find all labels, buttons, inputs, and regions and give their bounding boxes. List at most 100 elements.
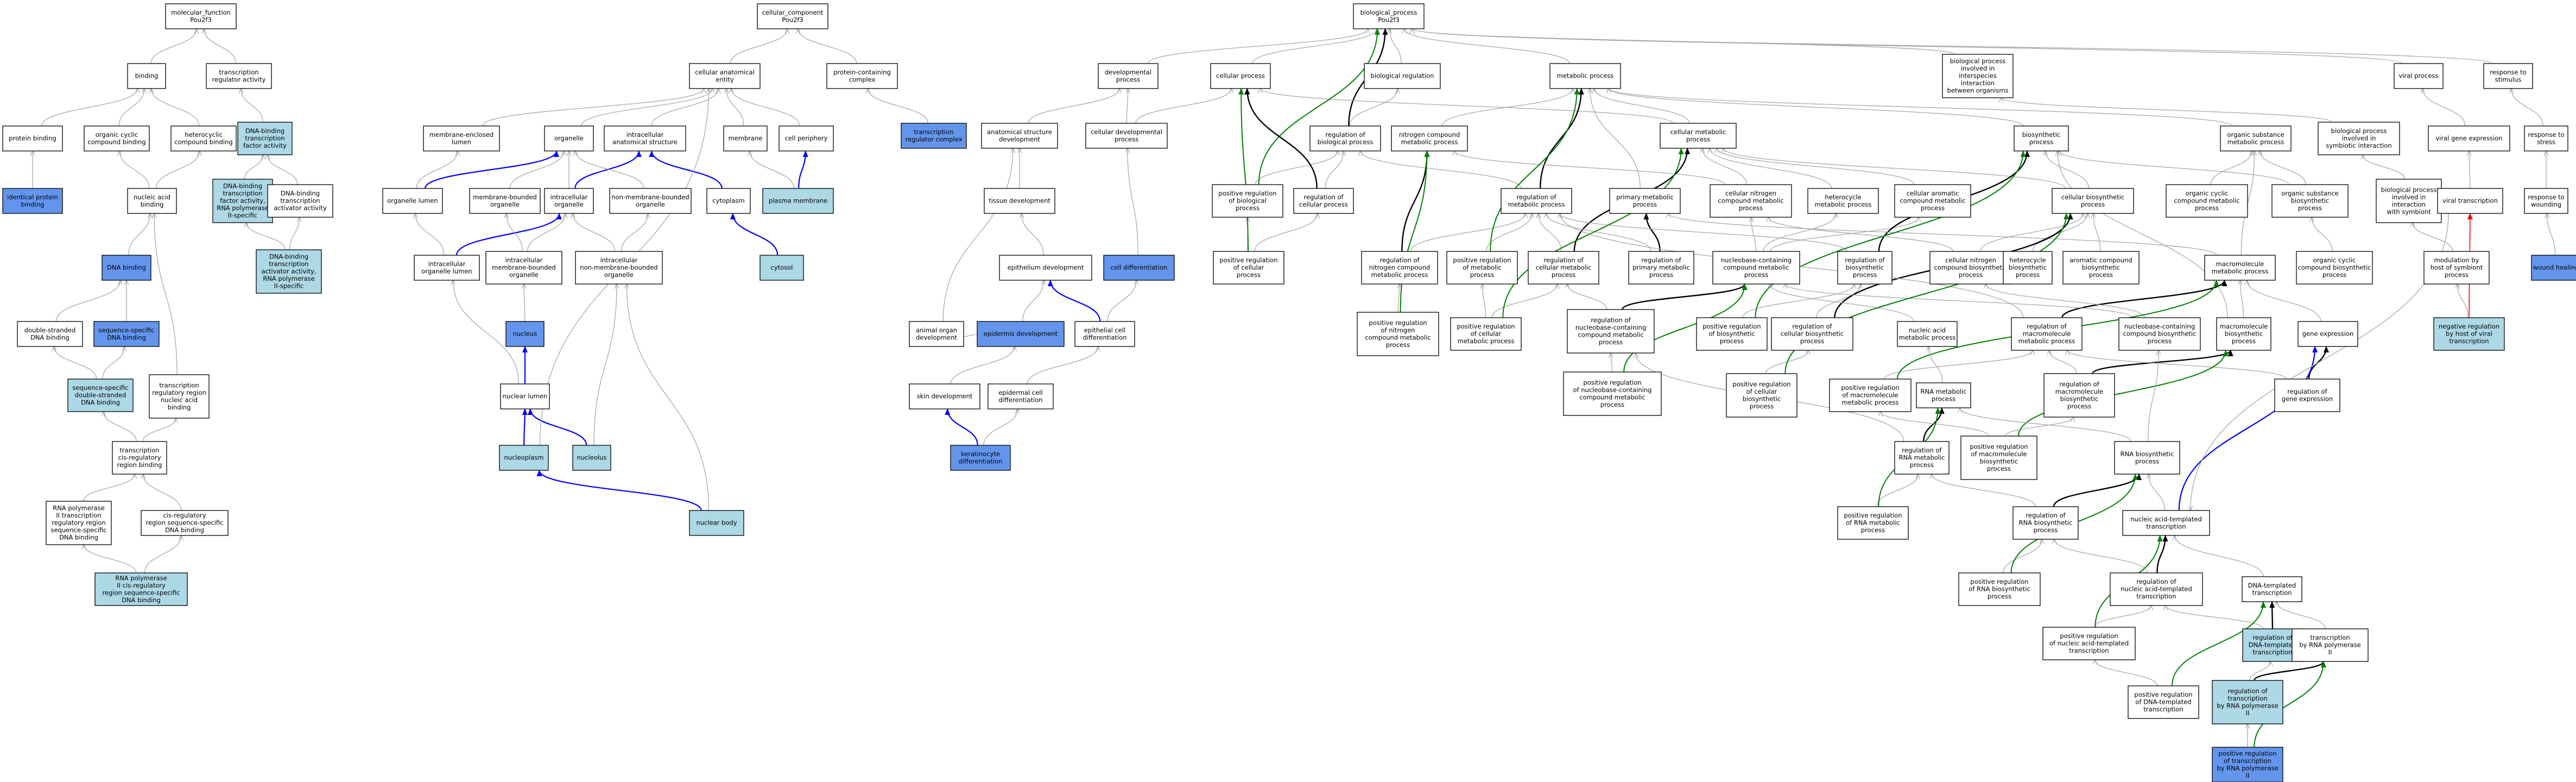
go-term-viraltx[interactable]: viral transcription [2437,188,2503,214]
go-term-orglumen[interactable]: organelle lumen [382,188,443,214]
go-term-inmbo[interactable]: intracellularnon-membrane-boundedorganel… [575,251,663,285]
go-term-celldiff[interactable]: cell differentiation [1103,255,1175,281]
go-term-regnbcmp[interactable]: regulation ofnucleobase-containingcompou… [1567,309,1655,354]
go-term-nucleus[interactable]: nucleus [505,321,545,347]
go-term-vge[interactable]: viral gene expression [2428,125,2510,152]
go-term-viralp[interactable]: viral process [2394,63,2444,89]
go-term-epidev[interactable]: epithelium development [999,255,1092,281]
go-term-skindev[interactable]: skin development [909,383,980,409]
go-term-cytoplasm[interactable]: cytoplasm [706,188,751,214]
go-term-organelle[interactable]: organelle [544,125,594,152]
go-term-cellper[interactable]: cell periphery [779,125,834,152]
go-term-nucleolus[interactable]: nucleolus [572,445,611,471]
go-term-dnab[interactable]: DNA binding [102,255,151,281]
go-term-epiderm[interactable]: epidermis development [977,321,1065,347]
go-term-cytosol[interactable]: cytosol [759,255,804,281]
go-term-membrane[interactable]: membrane [723,125,768,152]
go-term-binding[interactable]: binding [127,63,166,89]
go-term-tissdev[interactable]: tissue development [984,188,1055,214]
go-term-metp[interactable]: metabolic process [1549,63,1621,89]
go-term-nucbody[interactable]: nuclear body [689,510,744,536]
go-term-regmmbp[interactable]: regulation ofmacromoleculebiosyntheticpr… [2043,373,2115,418]
go-term-nucleoplasm[interactable]: nucleoplasm [499,445,549,471]
